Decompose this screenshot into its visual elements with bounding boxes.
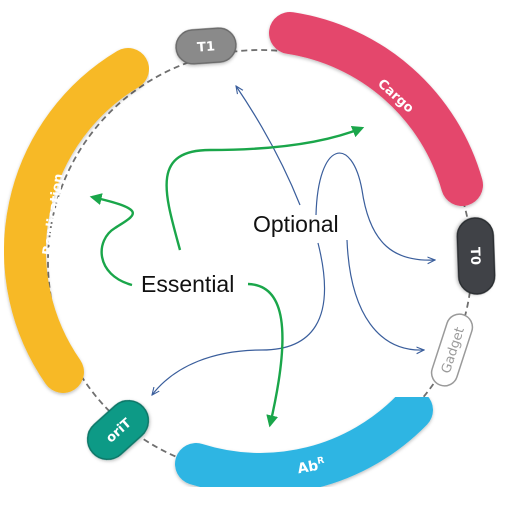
segment-gadget[interactable]: Gadget <box>428 311 476 389</box>
segment-abr-label-main: Ab <box>296 458 319 477</box>
optional-arrow-to-t0 <box>315 152 435 260</box>
segment-t0-label: T0 <box>467 247 483 265</box>
essential-arrow-to-abr <box>247 282 284 428</box>
optional-label: Optional <box>253 211 339 237</box>
segment-cargo[interactable] <box>269 12 483 206</box>
segment-t1-label: T1 <box>197 39 216 55</box>
segment-abr-label-sup: R <box>317 456 326 467</box>
segment-replication[interactable] <box>3 48 149 393</box>
segment-t1[interactable]: T1 <box>175 27 237 65</box>
segment-orit[interactable]: oriT <box>79 392 156 467</box>
optional-arrow-to-gadget <box>346 239 424 350</box>
segment-abr[interactable] <box>175 389 433 495</box>
segment-abr-label: AbR <box>296 456 326 478</box>
essential-label: Essential <box>141 271 234 297</box>
optional-arrow-to-t1 <box>236 86 301 206</box>
essential-arrow-to-cargo <box>165 126 365 251</box>
segment-t0[interactable]: T0 <box>456 217 496 295</box>
essential-arrow-to-replication <box>89 193 134 287</box>
optional-arrow-to-orit <box>152 242 326 395</box>
